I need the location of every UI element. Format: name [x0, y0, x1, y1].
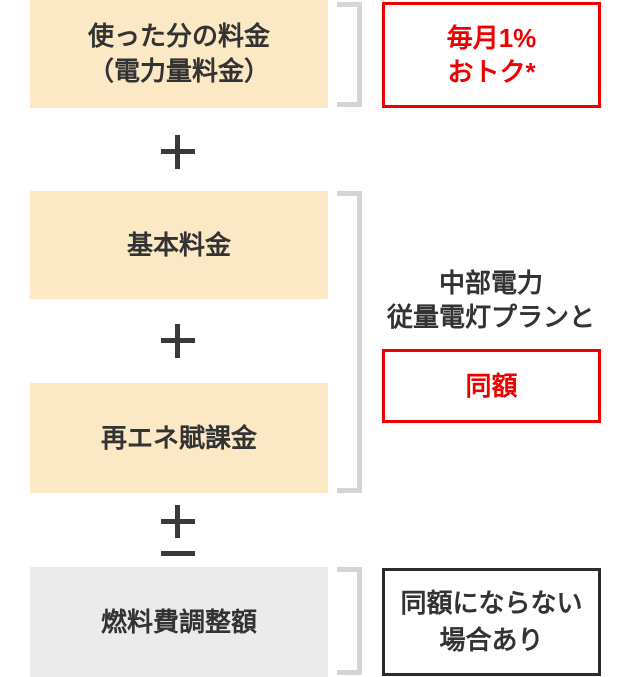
plus-icon: [161, 135, 195, 169]
usage-fee-line2: （電力量料金）: [87, 56, 270, 86]
plus-minus-bottom-bar: [161, 551, 195, 556]
plan-label-line1: 中部電力: [438, 268, 543, 298]
not-same-line2: 場合あり: [439, 625, 544, 655]
same-amount-label: 同額: [465, 371, 518, 401]
not-same-amount-box: 同額にならない 場合あり: [382, 568, 601, 676]
fuel-adjustment-box: 燃料費調整額: [30, 567, 328, 677]
usage-fee-box: 使った分の料金 （電力量料金）: [30, 0, 328, 108]
plus-minus-vertical-bar: [175, 505, 180, 538]
plan-label-line2: 従量電灯プランと: [386, 302, 595, 332]
basic-fee-label: 基本料金: [126, 229, 231, 260]
fuel-bracket: [337, 567, 362, 675]
plus-minus-icon: [161, 505, 195, 556]
plus-vertical-bar: [175, 324, 180, 358]
usage-bracket: [337, 2, 362, 107]
not-same-line1: 同額にならない: [400, 588, 583, 618]
plus-icon: [161, 324, 195, 358]
plus-vertical-bar: [175, 135, 180, 169]
renewable-levy-box: 再エネ賦課金: [30, 383, 328, 493]
fuel-adjustment-label: 燃料費調整額: [100, 606, 257, 637]
plan-comparison-label: 中部電力 従量電灯プランと: [356, 266, 626, 334]
basic-fee-box: 基本料金: [30, 191, 328, 299]
plan-comparison-bracket: [337, 191, 362, 493]
monthly-discount-box: 毎月1% おトク*: [382, 2, 601, 108]
monthly-discount-line2: おトク*: [447, 57, 536, 87]
same-amount-box: 同額: [382, 349, 601, 423]
monthly-discount-line1: 毎月1%: [446, 23, 537, 53]
usage-fee-line1: 使った分の料金: [87, 21, 270, 51]
renewable-levy-label: 再エネ賦課金: [100, 422, 257, 453]
